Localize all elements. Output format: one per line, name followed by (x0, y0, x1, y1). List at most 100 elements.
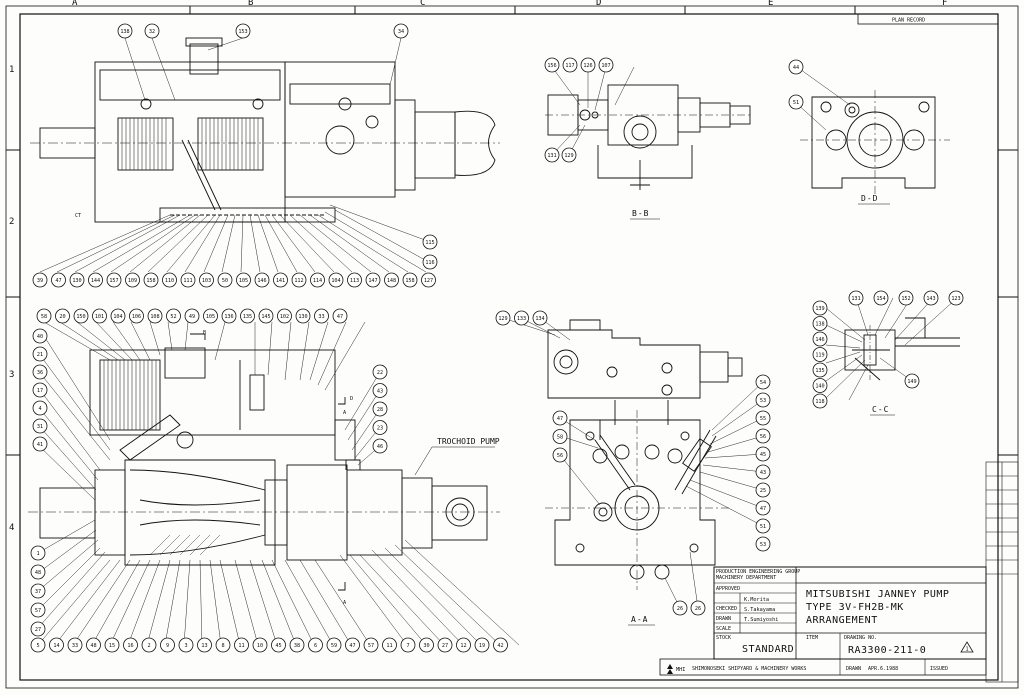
part-balloon: 25 (755, 482, 771, 498)
balloon-number: 48 (35, 570, 41, 576)
part-balloon: 39 (32, 272, 48, 288)
balloon-number: 136 (224, 314, 233, 320)
balloons-cc-top: 131 154 152 143 123 (848, 290, 964, 306)
balloon-number: 56 (760, 434, 766, 440)
zone-letter: B (248, 0, 253, 8)
dd-leaders (794, 66, 851, 131)
approved-label: APPROVED (716, 586, 740, 592)
part-balloon: 47 (332, 308, 348, 324)
balloon-number: 129 (498, 316, 507, 322)
balloon-number: 119 (815, 353, 824, 359)
part-balloon: 27 (30, 621, 46, 637)
part-balloon: 34 (393, 23, 409, 39)
balloon-number: 59 (331, 643, 337, 649)
zone-number: 2 (9, 217, 14, 227)
part-balloon: 133 (514, 310, 529, 326)
balloon-number: 150 (76, 314, 85, 320)
balloon-number: 158 (146, 278, 155, 284)
balloon-number: 104 (113, 314, 122, 320)
balloon-number: 11 (386, 643, 392, 649)
balloon-number: 157 (109, 278, 118, 284)
part-balloon: 138 (812, 316, 828, 331)
balloon-number: 45 (275, 643, 281, 649)
part-balloon: 150 (73, 308, 89, 324)
balloon-number: 37 (35, 589, 41, 595)
balloon-number: 8 (221, 643, 224, 649)
balloon-number: 22 (377, 370, 383, 376)
part-balloon: 31 (32, 418, 48, 434)
balloons-top-view-right: 115 116 (422, 234, 438, 270)
part-balloon: 134 (532, 310, 548, 326)
section-mark-d: D (350, 396, 353, 402)
top-elevation-view (30, 37, 500, 223)
balloon-number: 41 (37, 442, 43, 448)
balloon-number: 131 (851, 296, 860, 302)
balloon-number: 10 (257, 643, 263, 649)
zone-letter: E (768, 0, 773, 8)
balloon-number: 48 (90, 643, 96, 649)
ct-label: CT (75, 213, 81, 219)
balloon-number: 38 (294, 643, 300, 649)
part-balloon: 103 (199, 272, 214, 288)
drawn-label: DRAWN (716, 616, 731, 622)
balloons-top-view-top: 138 32 153 34 (117, 23, 409, 39)
balloon-number: 149 (907, 379, 916, 385)
part-balloon: 112 (291, 272, 307, 288)
balloon-number: 130 (298, 314, 307, 320)
part-balloon: 154 (873, 290, 889, 306)
part-balloon: 153 (235, 23, 251, 39)
balloon-number: 54 (760, 380, 766, 386)
aa-view-label: A-A (631, 615, 648, 624)
part-balloon: 113 (347, 272, 362, 288)
part-balloon: 131 (848, 290, 864, 306)
drawing-no-label: DRAWING NO. (844, 635, 877, 641)
balloon-number: 43 (377, 389, 383, 395)
balloon-number: 3 (184, 643, 187, 649)
part-balloon: 101 (92, 308, 107, 324)
part-balloon: 123 (948, 290, 964, 306)
part-balloon: 111 (180, 272, 196, 288)
balloon-number: 6 (314, 643, 317, 649)
part-balloon: 152 (898, 290, 914, 306)
part-balloon: 130 (295, 308, 311, 324)
balloon-number: 114 (313, 278, 322, 284)
balloon-number: 4 (38, 406, 41, 412)
balloon-number: 46 (377, 444, 383, 450)
dd-view-label: D-D (861, 194, 878, 203)
balloon-number: 101 (95, 314, 104, 320)
top-view-leaders (39, 37, 427, 273)
balloon-number: 26 (695, 606, 701, 612)
part-balloon: 28 (372, 401, 388, 417)
part-balloon: 49 (184, 308, 200, 324)
balloon-number: 47 (760, 506, 766, 512)
balloon-number: 47 (557, 416, 563, 422)
balloon-number: 42 (497, 643, 503, 649)
balloon-number: 146 (815, 337, 824, 343)
balloon-number: 53 (760, 542, 766, 548)
balloon-number: 21 (37, 352, 43, 358)
balloon-number: 158 (405, 278, 414, 284)
balloon-number: 145 (261, 314, 270, 320)
part-balloon: 109 (125, 272, 140, 288)
balloon-number: 2 (147, 643, 150, 649)
zone-letters: A B C D E F (72, 0, 947, 8)
balloon-number: 55 (760, 416, 766, 422)
balloon-number: 20 (59, 314, 65, 320)
part-balloon: 102 (277, 308, 292, 324)
part-balloon: 4 (32, 400, 48, 416)
part-balloon: 8 (215, 637, 231, 653)
balloon-number: 36 (37, 370, 43, 376)
part-balloon: 56 (755, 428, 771, 444)
section-mark-a: A (343, 410, 347, 416)
balloon-number: 143 (926, 296, 935, 302)
balloon-number: 138 (815, 322, 824, 328)
balloon-number: 105 (239, 278, 248, 284)
drawing-title-line-2: TYPE 3V-FH2B-MK (806, 602, 904, 613)
balloon-number: 27 (35, 627, 41, 633)
part-balloon: 10 (252, 637, 268, 653)
drawing-title-line-3: ARRANGEMENT (806, 615, 878, 626)
balloon-number: 47 (337, 314, 343, 320)
part-balloon: 11 (234, 637, 249, 653)
